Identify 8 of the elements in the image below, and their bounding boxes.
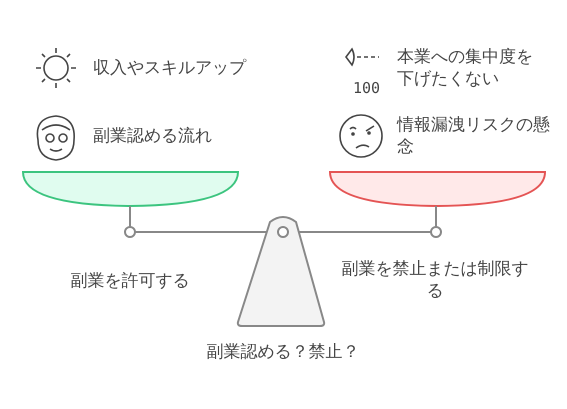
trend-text: 副業認める流れ (93, 125, 213, 147)
option-label: 副業を許可する (70, 270, 190, 292)
question-label: 副業認める？禁止？ (206, 341, 360, 363)
risk-text: 情報漏洩リスクの懸念 (397, 114, 551, 158)
benefit-text: 収入やスキルアップ (93, 57, 248, 79)
gauge-value: 100 (353, 78, 380, 99)
option-label: 副業を禁止または制限する (340, 258, 530, 302)
concern-text: 本業への集中度を下げたくない (397, 46, 534, 90)
